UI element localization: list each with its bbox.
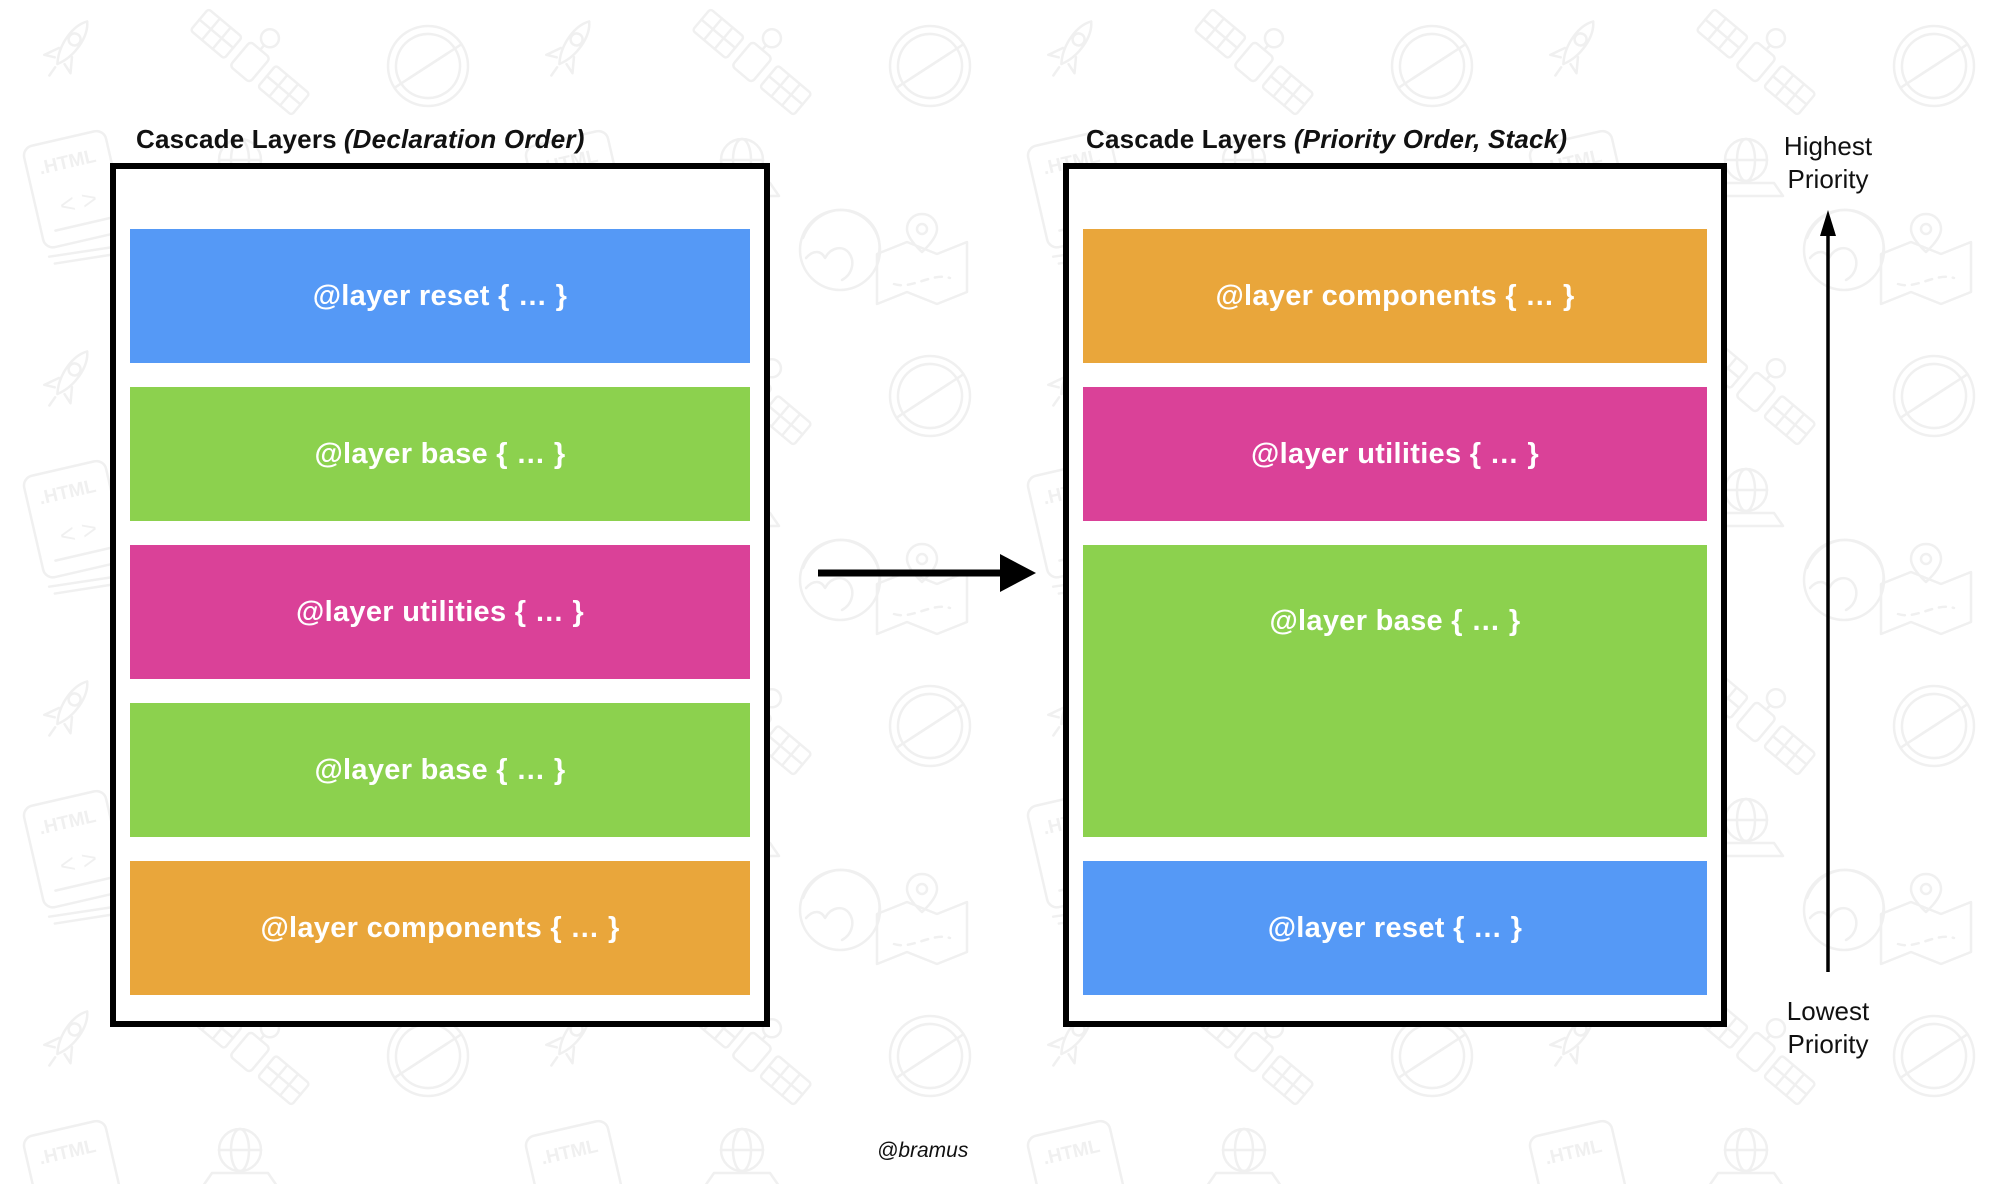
- layer-bar-reset: @layer reset { … }: [130, 229, 750, 363]
- declaration-order-box: @layer reset { … } @layer base { … } @la…: [110, 163, 770, 1027]
- layer-bar-components: @layer components { … }: [130, 861, 750, 995]
- layer-bar-utilities: @layer utilities { … }: [130, 545, 750, 679]
- layer-bar-reset: @layer reset { … }: [1083, 861, 1707, 995]
- layer-bar-base: @layer base { … }: [1083, 545, 1707, 837]
- layer-bar-utilities: @layer utilities { … }: [1083, 387, 1707, 521]
- highest-priority-label: Highest Priority: [1783, 131, 1873, 194]
- transform-arrow-icon: [818, 554, 1036, 592]
- right-panel-title: Cascade Layers(Priority Order, Stack): [1086, 124, 1567, 155]
- layer-bar-components: @layer components { … }: [1083, 229, 1707, 363]
- right-title-main: Cascade Layers: [1086, 124, 1287, 154]
- priority-direction-arrow-icon: [1820, 210, 1836, 972]
- right-title-annotation: (Priority Order, Stack): [1293, 124, 1568, 154]
- left-title-main: Cascade Layers: [136, 124, 337, 154]
- layer-bar-base-second: @layer base { … }: [130, 703, 750, 837]
- author-credit: @bramus: [877, 1139, 969, 1162]
- priority-order-box: @layer components { … } @layer utilities…: [1063, 163, 1727, 1027]
- left-title-annotation: (Declaration Order): [343, 124, 585, 154]
- layer-bar-base: @layer base { … }: [130, 387, 750, 521]
- lowest-priority-label: Lowest Priority: [1786, 996, 1870, 1059]
- left-panel-title: Cascade Layers(Declaration Order): [136, 124, 585, 155]
